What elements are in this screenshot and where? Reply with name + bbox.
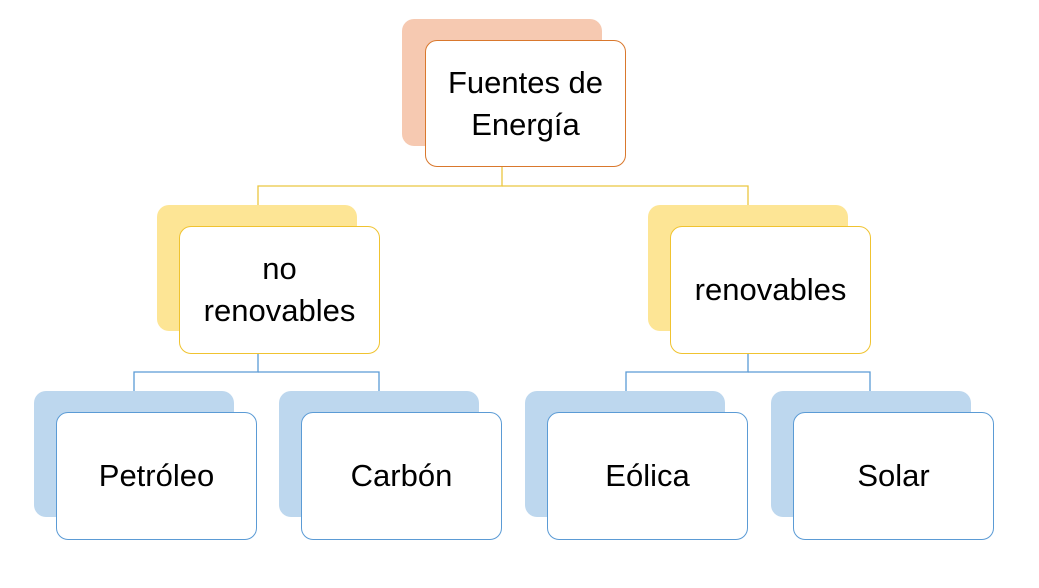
category-label-line1: no — [262, 251, 297, 286]
connector-renewable-to-leaves — [625, 354, 749, 391]
connector-root-to-categories — [502, 185, 749, 205]
leaf-node-box: Eólica — [547, 412, 748, 540]
leaf-node-box: Solar — [793, 412, 994, 540]
leaf-node-label: Petróleo — [98, 458, 215, 493]
leaf-node-label: Solar — [857, 458, 930, 493]
leaf-node-box: Petróleo — [56, 412, 257, 540]
leaf-node-label: Carbón — [350, 458, 453, 493]
root-node-box: Fuentes de Energía — [425, 40, 626, 167]
category-label-line2: renovables — [203, 293, 356, 328]
category-label-line1: renovables — [694, 272, 847, 307]
connector-renewable-to-leaves — [748, 371, 871, 391]
category-node-box: renovables — [670, 226, 871, 354]
leaf-node-label: Eólica — [605, 458, 690, 493]
root-node-label-line1: Fuentes de — [447, 64, 604, 100]
connector-nonrenewable-to-leaves — [258, 371, 380, 391]
category-node-box: no renovables — [179, 226, 380, 354]
leaf-node-box: Carbón — [301, 412, 502, 540]
connector-root-to-categories — [257, 167, 503, 205]
connector-nonrenewable-to-leaves — [133, 354, 259, 391]
root-node-label-line2: Energía — [471, 106, 580, 142]
